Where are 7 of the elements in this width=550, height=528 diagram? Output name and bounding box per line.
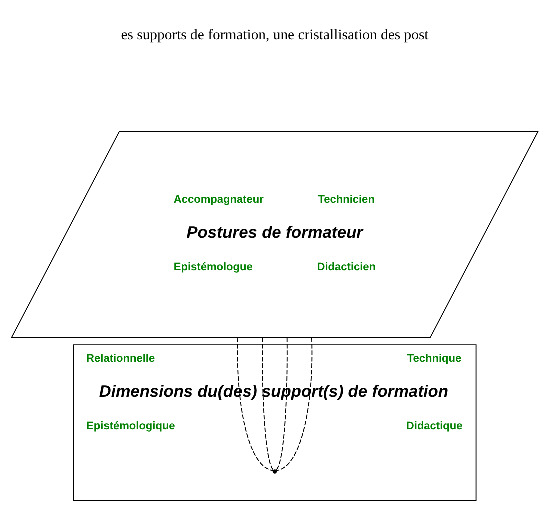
connector bbox=[276, 337, 313, 472]
connector bbox=[262, 337, 274, 471]
connector bbox=[237, 337, 274, 472]
cluster: Relationnelle Technique Dimensions du(des) support(s) de formation Epistémologique Didactique bbox=[73, 344, 477, 502]
node-point bbox=[272, 470, 278, 474]
connector bbox=[276, 337, 288, 471]
label: es supports de formation, une cristallisation des post bbox=[121, 28, 429, 44]
